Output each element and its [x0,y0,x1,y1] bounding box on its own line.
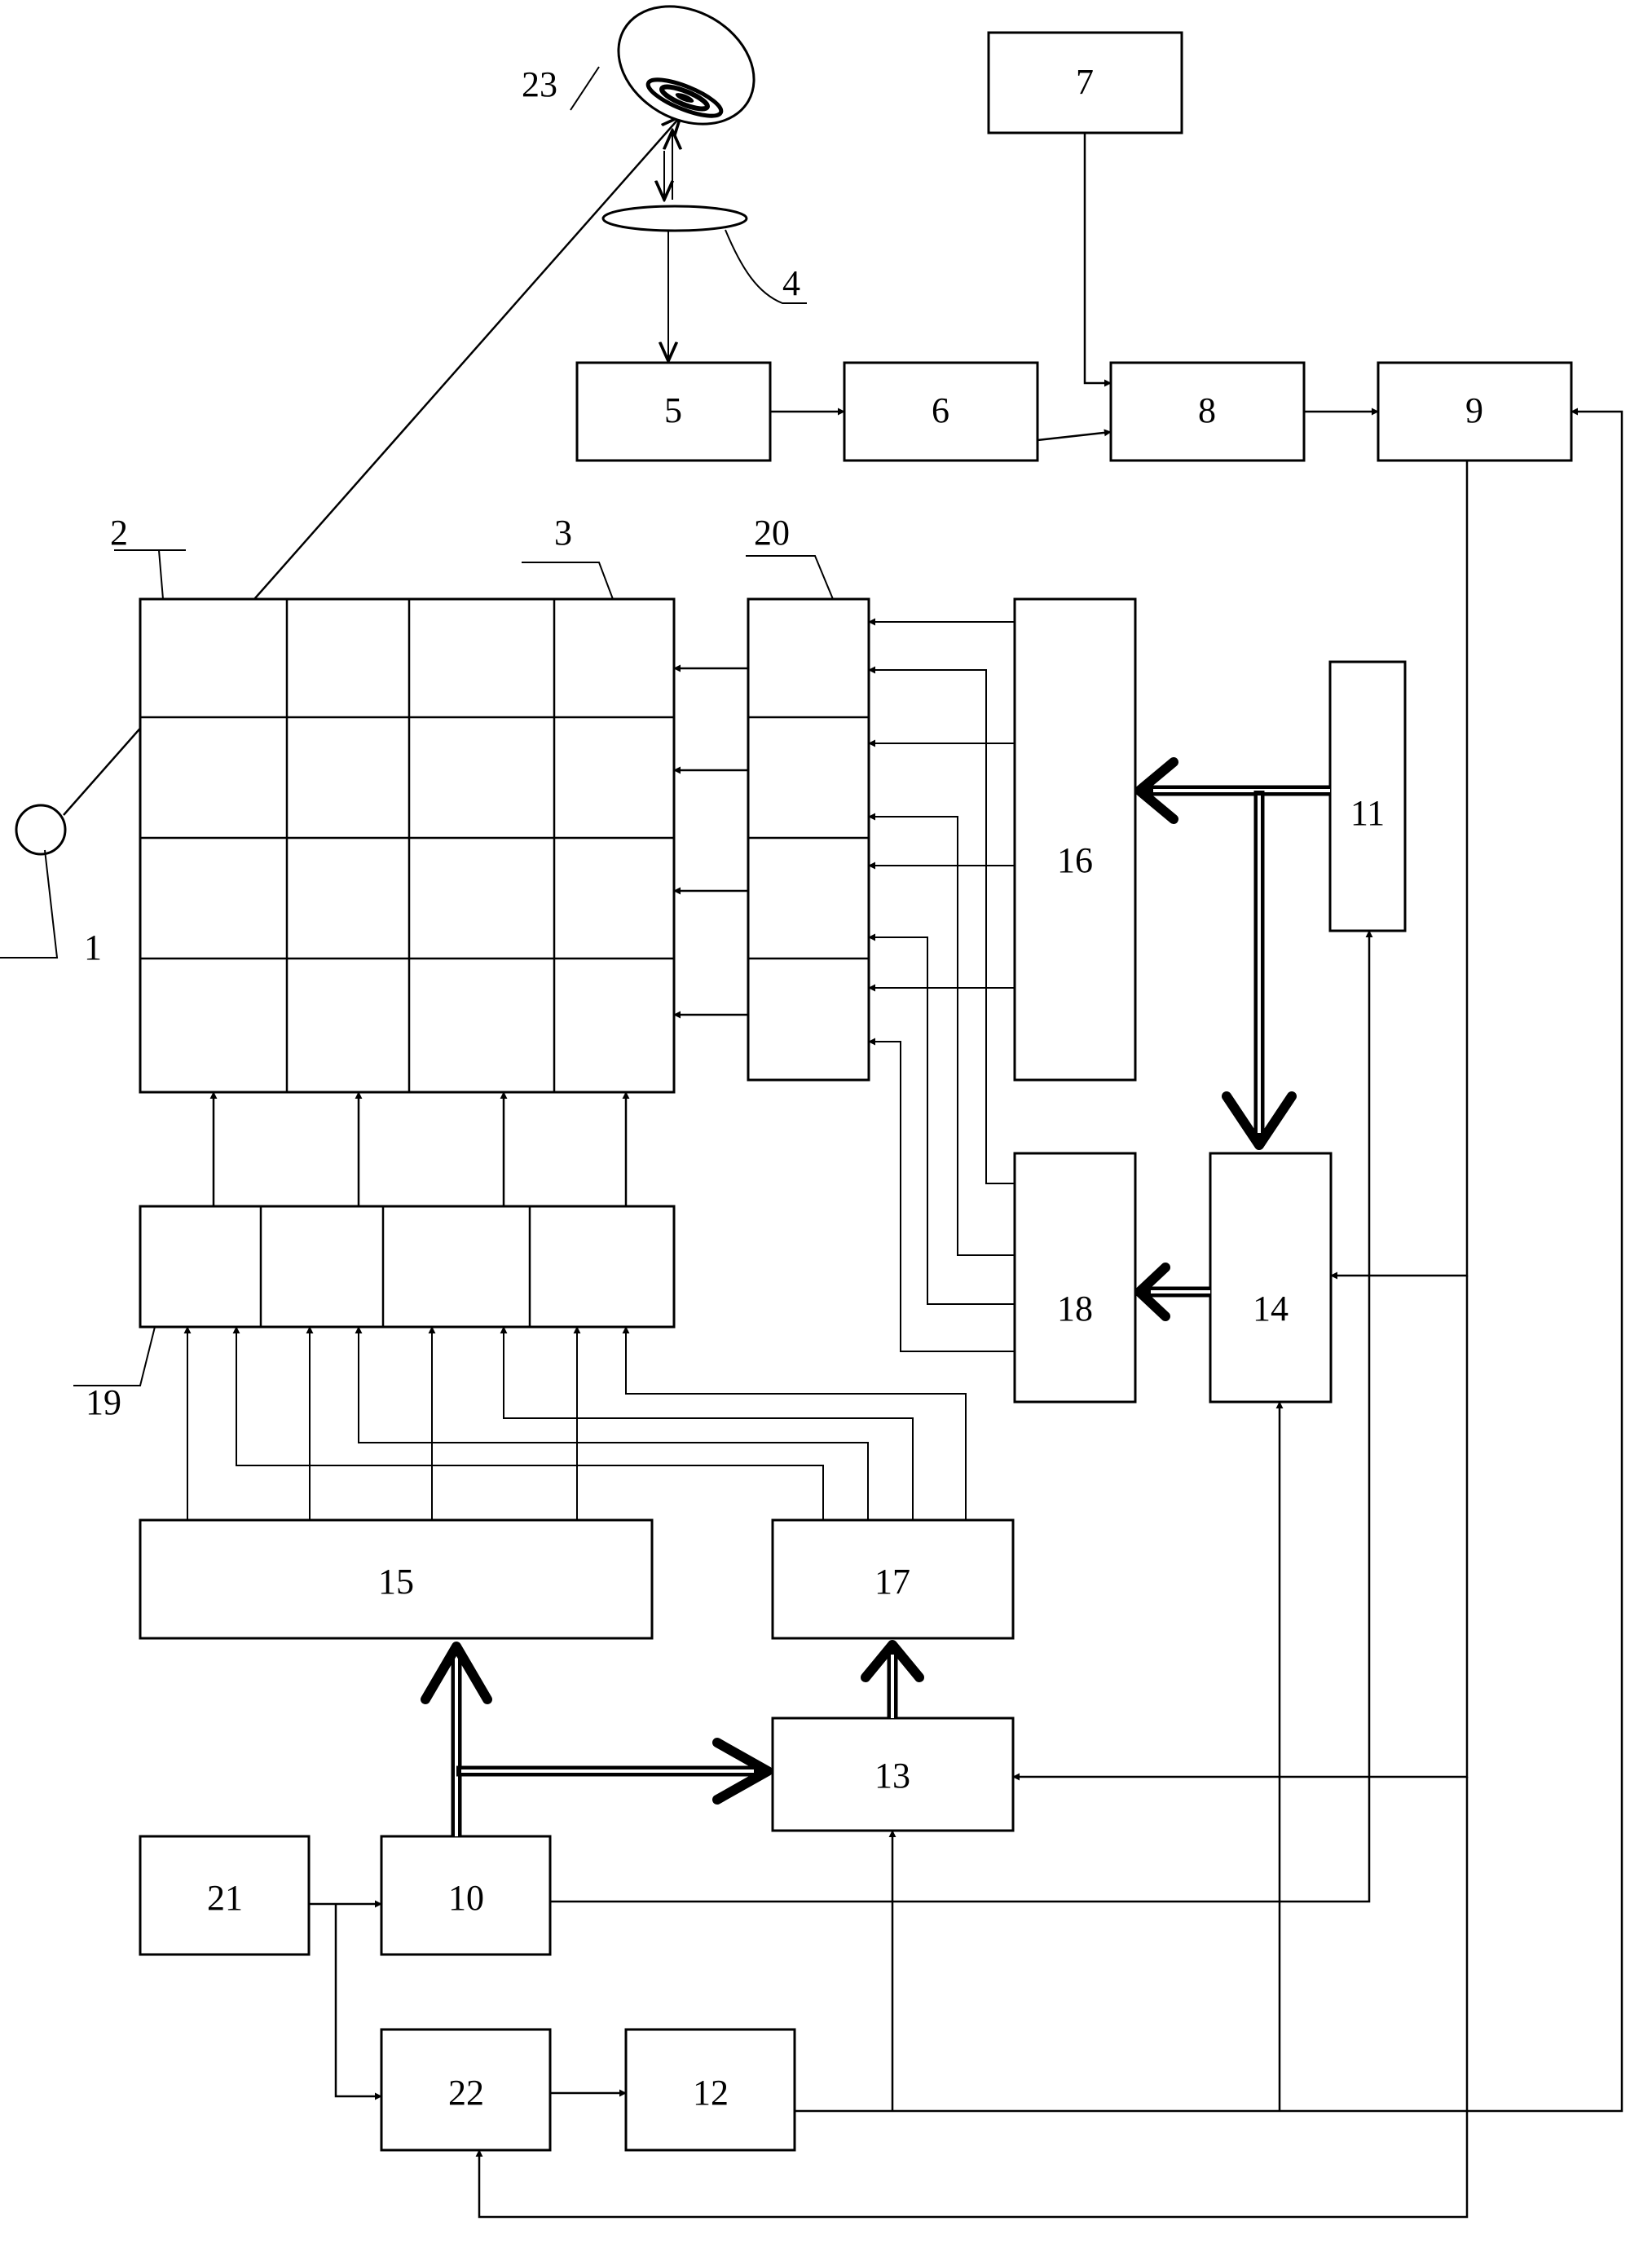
line-17-to-19-c [504,1327,913,1520]
label-9: 9 [1465,390,1483,430]
leader-1 [0,850,57,958]
label-23: 23 [522,64,557,104]
lens-4 [603,206,747,231]
label-5: 5 [664,390,682,430]
arrow-7-to-8 [1085,133,1111,383]
block-18 [1015,1153,1135,1402]
label-8: 8 [1198,390,1216,430]
column-driver-19 [140,1206,674,1327]
leader-3 [522,562,613,599]
row-driver-20 [748,599,869,1080]
light-source-1 [16,805,65,854]
arrow-21-to-22 [336,1904,381,2096]
label-13: 13 [874,1756,910,1796]
label-18: 18 [1057,1289,1093,1329]
line-18-to-20-c [869,937,1015,1304]
block-14 [1210,1153,1331,1402]
arrow-6-to-8 [1037,432,1111,440]
label-2: 2 [110,513,128,553]
leader-23 [570,67,599,110]
label-3: 3 [554,513,572,553]
label-1: 1 [84,928,102,967]
line-18-to-20-a [869,670,1015,1183]
bus-14-to-18 [1139,1267,1210,1316]
bus-13-to-17 [866,1645,919,1718]
line-12-to-9 [795,412,1622,2111]
label-19: 19 [86,1382,121,1422]
line-17-to-19-b [359,1327,868,1520]
label-6: 6 [932,390,949,430]
block-16 [1015,599,1135,1080]
line-17-to-19-a [236,1327,823,1520]
label-11: 11 [1350,793,1385,833]
object-23 [597,0,775,148]
leader-20 [746,556,833,599]
label-4: 4 [782,263,800,303]
label-16: 16 [1057,840,1093,880]
label-7: 7 [1076,62,1094,102]
label-22: 22 [448,2073,484,2113]
bus-11-to-16 [1139,762,1330,819]
line-17-to-19-d [626,1327,966,1520]
matrix-3 [140,599,674,1092]
label-10: 10 [448,1878,484,1918]
leader-2-b [159,550,163,599]
bus-11-to-14 [1227,791,1292,1145]
leader-19 [73,1327,155,1386]
label-17: 17 [874,1562,910,1602]
label-21: 21 [207,1878,243,1918]
label-14: 14 [1253,1289,1289,1329]
label-20: 20 [754,513,790,553]
bus-10-to-13 [456,1743,768,1800]
label-15: 15 [378,1562,414,1602]
bus-10-to-15 [425,1646,487,1836]
label-12: 12 [693,2073,729,2113]
line-18-to-20-b [869,817,1015,1255]
